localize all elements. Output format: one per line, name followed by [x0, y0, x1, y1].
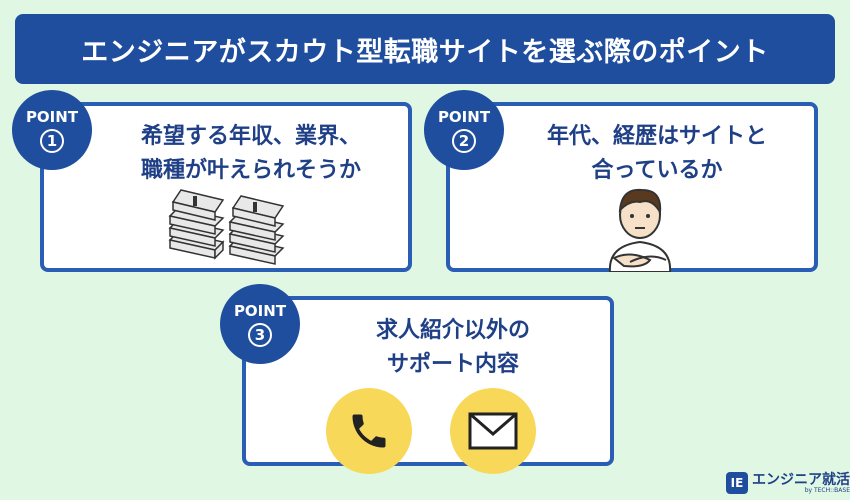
point-1-line-1: 希望する年収、業界、: [140, 124, 361, 149]
mail-icon: [468, 412, 518, 450]
money-stack-icon: [168, 189, 285, 265]
point-1-badge: POINT 1: [12, 90, 92, 170]
phone-circle: [326, 388, 412, 474]
logo-sub: by TECH::BASE: [804, 486, 850, 494]
point-3-badge-word: POINT: [233, 301, 287, 320]
point-1-badge-word: POINT: [25, 107, 79, 126]
point-2-line-2: 合っているか: [591, 158, 723, 183]
logo-name: エンジニア就活: [752, 471, 850, 488]
point-card-1: 希望する年収、業界、 職種が叶えられそうか: [40, 102, 412, 272]
point-3-badge-number: 3: [248, 322, 272, 347]
title-banner: エンジニアがスカウト型転職サイトを選ぶ際のポイント: [15, 14, 835, 84]
mail-circle: [450, 388, 536, 474]
point-2-badge-word: POINT: [437, 107, 491, 126]
point-2-badge: POINT 2: [424, 90, 504, 170]
point-3-line-1: 求人紹介以外の: [375, 318, 530, 343]
point-1-badge-number: 1: [40, 128, 64, 153]
brand-logo: IE エンジニア就活 by TECH::BASE: [726, 470, 850, 496]
phone-icon: [352, 414, 386, 448]
person-thinking-icon: [608, 188, 672, 272]
point-2-line-1: 年代、経歴はサイトと: [546, 124, 767, 149]
point-3-line-2: サポート内容: [386, 352, 519, 377]
point-1-line-2: 職種が叶えられそうか: [140, 158, 361, 183]
point-card-3: 求人紹介以外の サポート内容: [242, 296, 614, 466]
logo-mark-icon: IE: [726, 472, 748, 494]
point-2-text: 年代、経歴はサイトと 合っているか: [510, 120, 804, 188]
point-2-badge-number: 2: [452, 128, 476, 153]
point-3-text: 求人紹介以外の サポート内容: [306, 314, 600, 382]
point-3-badge: POINT 3: [220, 284, 300, 364]
page-title: エンジニアがスカウト型転職サイトを選ぶ際のポイント: [81, 36, 769, 68]
point-1-text: 希望する年収、業界、 職種が叶えられそうか: [104, 120, 398, 188]
